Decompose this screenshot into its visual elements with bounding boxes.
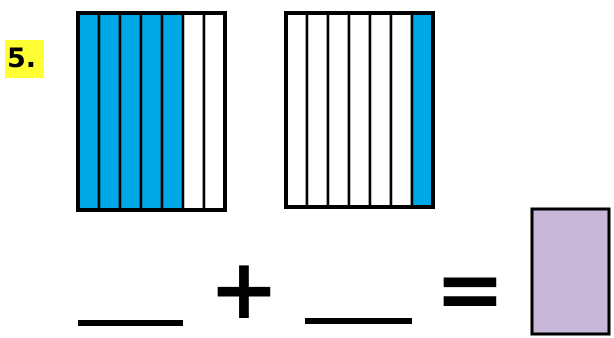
unshaded-part: [202, 11, 227, 212]
answer-box[interactable]: [530, 207, 611, 336]
shaded-part: [76, 11, 101, 212]
fraction-bar-2: [284, 11, 435, 209]
unshaded-part: [389, 11, 414, 209]
unshaded-part: [284, 11, 309, 209]
shaded-part: [118, 11, 143, 212]
equals-sign: =: [435, 240, 505, 338]
shaded-part: [97, 11, 122, 212]
shaded-part: [139, 11, 164, 212]
unshaded-part: [181, 11, 206, 212]
fraction-bar-outline: [76, 11, 227, 212]
plus-sign: +: [209, 240, 279, 338]
unshaded-part: [368, 11, 393, 209]
shaded-part: [160, 11, 185, 212]
unshaded-part: [347, 11, 372, 209]
fraction-bar-1: [76, 11, 227, 212]
shaded-part: [410, 11, 435, 209]
unshaded-part: [305, 11, 330, 209]
unshaded-part: [326, 11, 351, 209]
problem-number-label: 5.: [5, 40, 44, 78]
fraction-bar-outline: [284, 11, 435, 209]
